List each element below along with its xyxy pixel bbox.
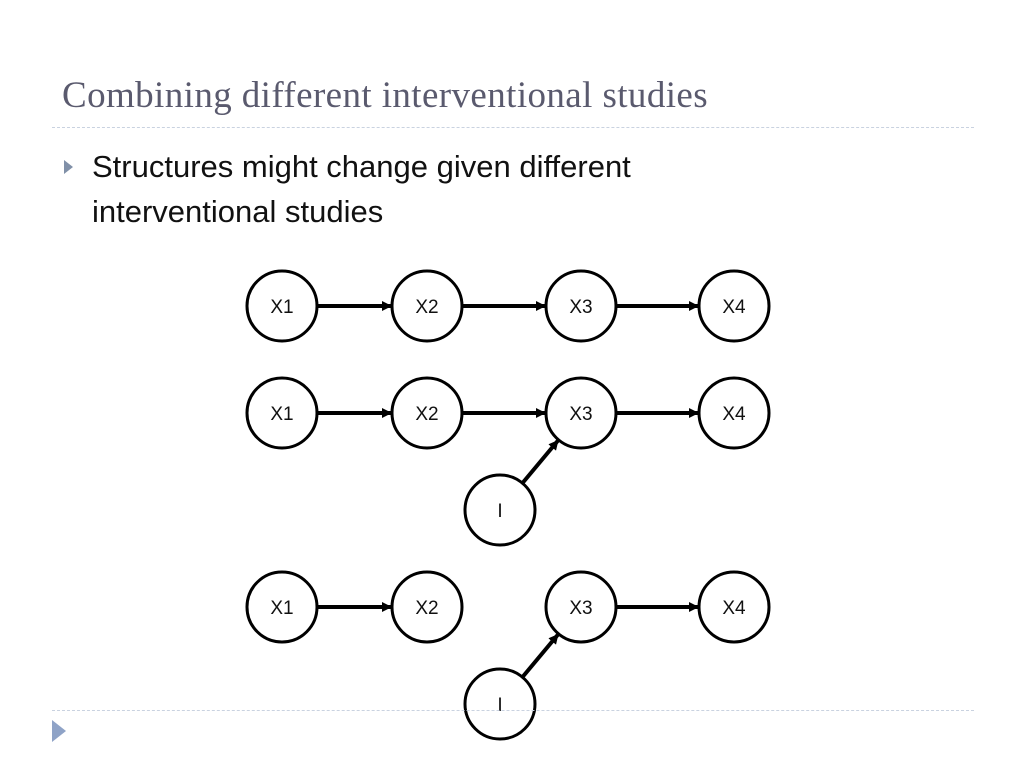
node-label: X4 [722, 297, 746, 318]
node-x3-row2: X3 [544, 376, 618, 450]
node-circle [544, 570, 618, 644]
node-circle [544, 376, 618, 450]
node-x1-row3: X1 [245, 570, 319, 644]
node-circle [390, 269, 464, 343]
edge-i-x3-row2 [520, 439, 560, 485]
node-circle [697, 269, 771, 343]
edge-i-x3-row3 [520, 633, 560, 679]
node-x1-row1: X1 [245, 269, 319, 343]
node-x4-row1: X4 [697, 269, 771, 343]
node-label: X3 [569, 297, 592, 318]
node-label: X1 [270, 598, 293, 619]
node-label: X3 [569, 404, 592, 425]
node-i-row3: I [463, 667, 537, 741]
node-circle [697, 570, 771, 644]
node-x4-row3: X4 [697, 570, 771, 644]
node-label: X4 [722, 404, 746, 425]
bullet-triangle-icon [64, 160, 73, 174]
node-x3-row3: X3 [544, 570, 618, 644]
node-x1-row2: X1 [245, 376, 319, 450]
node-circle [697, 376, 771, 450]
node-circle [463, 667, 537, 741]
node-circle [245, 570, 319, 644]
node-label: I [497, 501, 502, 522]
node-label: X1 [270, 297, 293, 318]
node-x2-row1: X2 [390, 269, 464, 343]
node-circle [544, 269, 618, 343]
node-circle [390, 376, 464, 450]
bullet-text: Structures might change given different … [92, 149, 631, 229]
node-circle [245, 376, 319, 450]
node-circle [390, 570, 464, 644]
footer-divider [52, 710, 974, 711]
node-circle [463, 473, 537, 547]
node-label: X2 [415, 404, 438, 425]
node-label: X1 [270, 404, 293, 425]
slide-title: Combining different interventional studi… [62, 75, 709, 116]
node-x3-row1: X3 [544, 269, 618, 343]
node-i-row2: I [463, 473, 537, 547]
node-label: X3 [569, 598, 592, 619]
node-x2-row3: X2 [390, 570, 464, 644]
node-circle [245, 269, 319, 343]
node-x2-row2: X2 [390, 376, 464, 450]
node-label: X2 [415, 297, 438, 318]
corner-triangle-icon [52, 720, 66, 742]
node-label: I [497, 695, 502, 716]
node-label: X2 [415, 598, 438, 619]
title-divider [52, 127, 974, 128]
node-x4-row2: X4 [697, 376, 771, 450]
node-label: X4 [722, 598, 746, 619]
